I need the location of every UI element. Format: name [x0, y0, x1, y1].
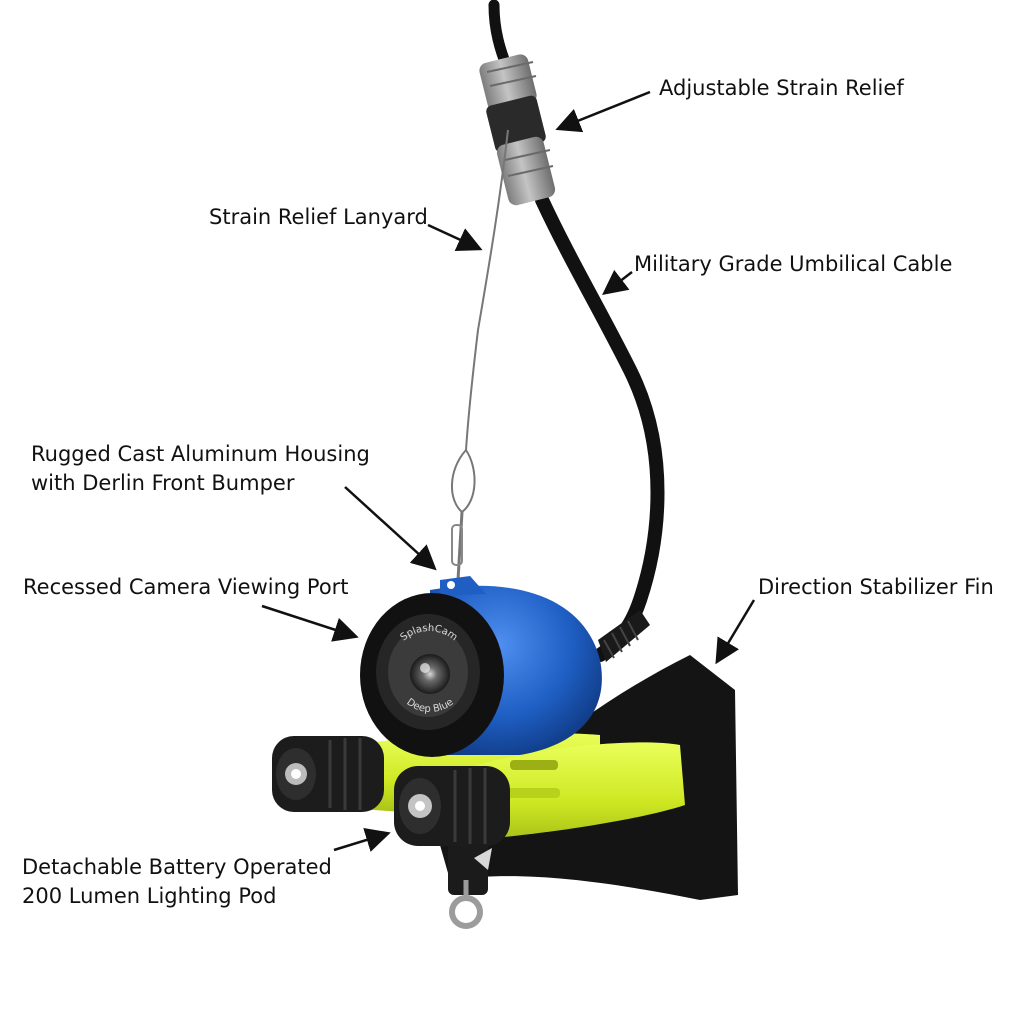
label-adjustable-strain-relief: Adjustable Strain Relief	[659, 76, 904, 100]
arrow-lanyard	[427, 223, 483, 251]
arrow-fin	[715, 599, 756, 665]
label-housing-line1: Rugged Cast Aluminum Housing	[31, 442, 370, 466]
label-housing-line2: with Derlin Front Bumper	[31, 471, 295, 495]
label-lighting-line1: Detachable Battery Operated	[22, 855, 332, 879]
label-stabilizer-fin: Direction Stabilizer Fin	[758, 575, 994, 599]
label-umbilical-cable: Military Grade Umbilical Cable	[634, 252, 953, 276]
label-lighting-pod: Detachable Battery Operated 200 Lumen Li…	[22, 853, 332, 911]
lens-text-bottom: Deep Blue	[404, 697, 455, 715]
label-housing: Rugged Cast Aluminum Housing with Derlin…	[31, 440, 370, 498]
strain-relief-lanyard	[450, 129, 509, 581]
label-lighting-line2: 200 Lumen Lighting Pod	[22, 884, 277, 908]
strain-relief	[479, 54, 556, 206]
arrow-lighting	[333, 827, 391, 852]
camera-viewing-port: SplashCam Deep Blue	[360, 593, 504, 757]
label-viewing-port: Recessed Camera Viewing Port	[23, 575, 349, 599]
label-strain-relief-lanyard: Strain Relief Lanyard	[209, 205, 428, 229]
callout-arrows	[261, 90, 756, 852]
arrow-strain-relief	[555, 90, 651, 133]
arrow-housing	[344, 486, 437, 571]
arrow-cable	[602, 269, 633, 296]
svg-text:Deep Blue: Deep Blue	[404, 697, 455, 715]
arrow-viewing-port	[261, 604, 359, 642]
